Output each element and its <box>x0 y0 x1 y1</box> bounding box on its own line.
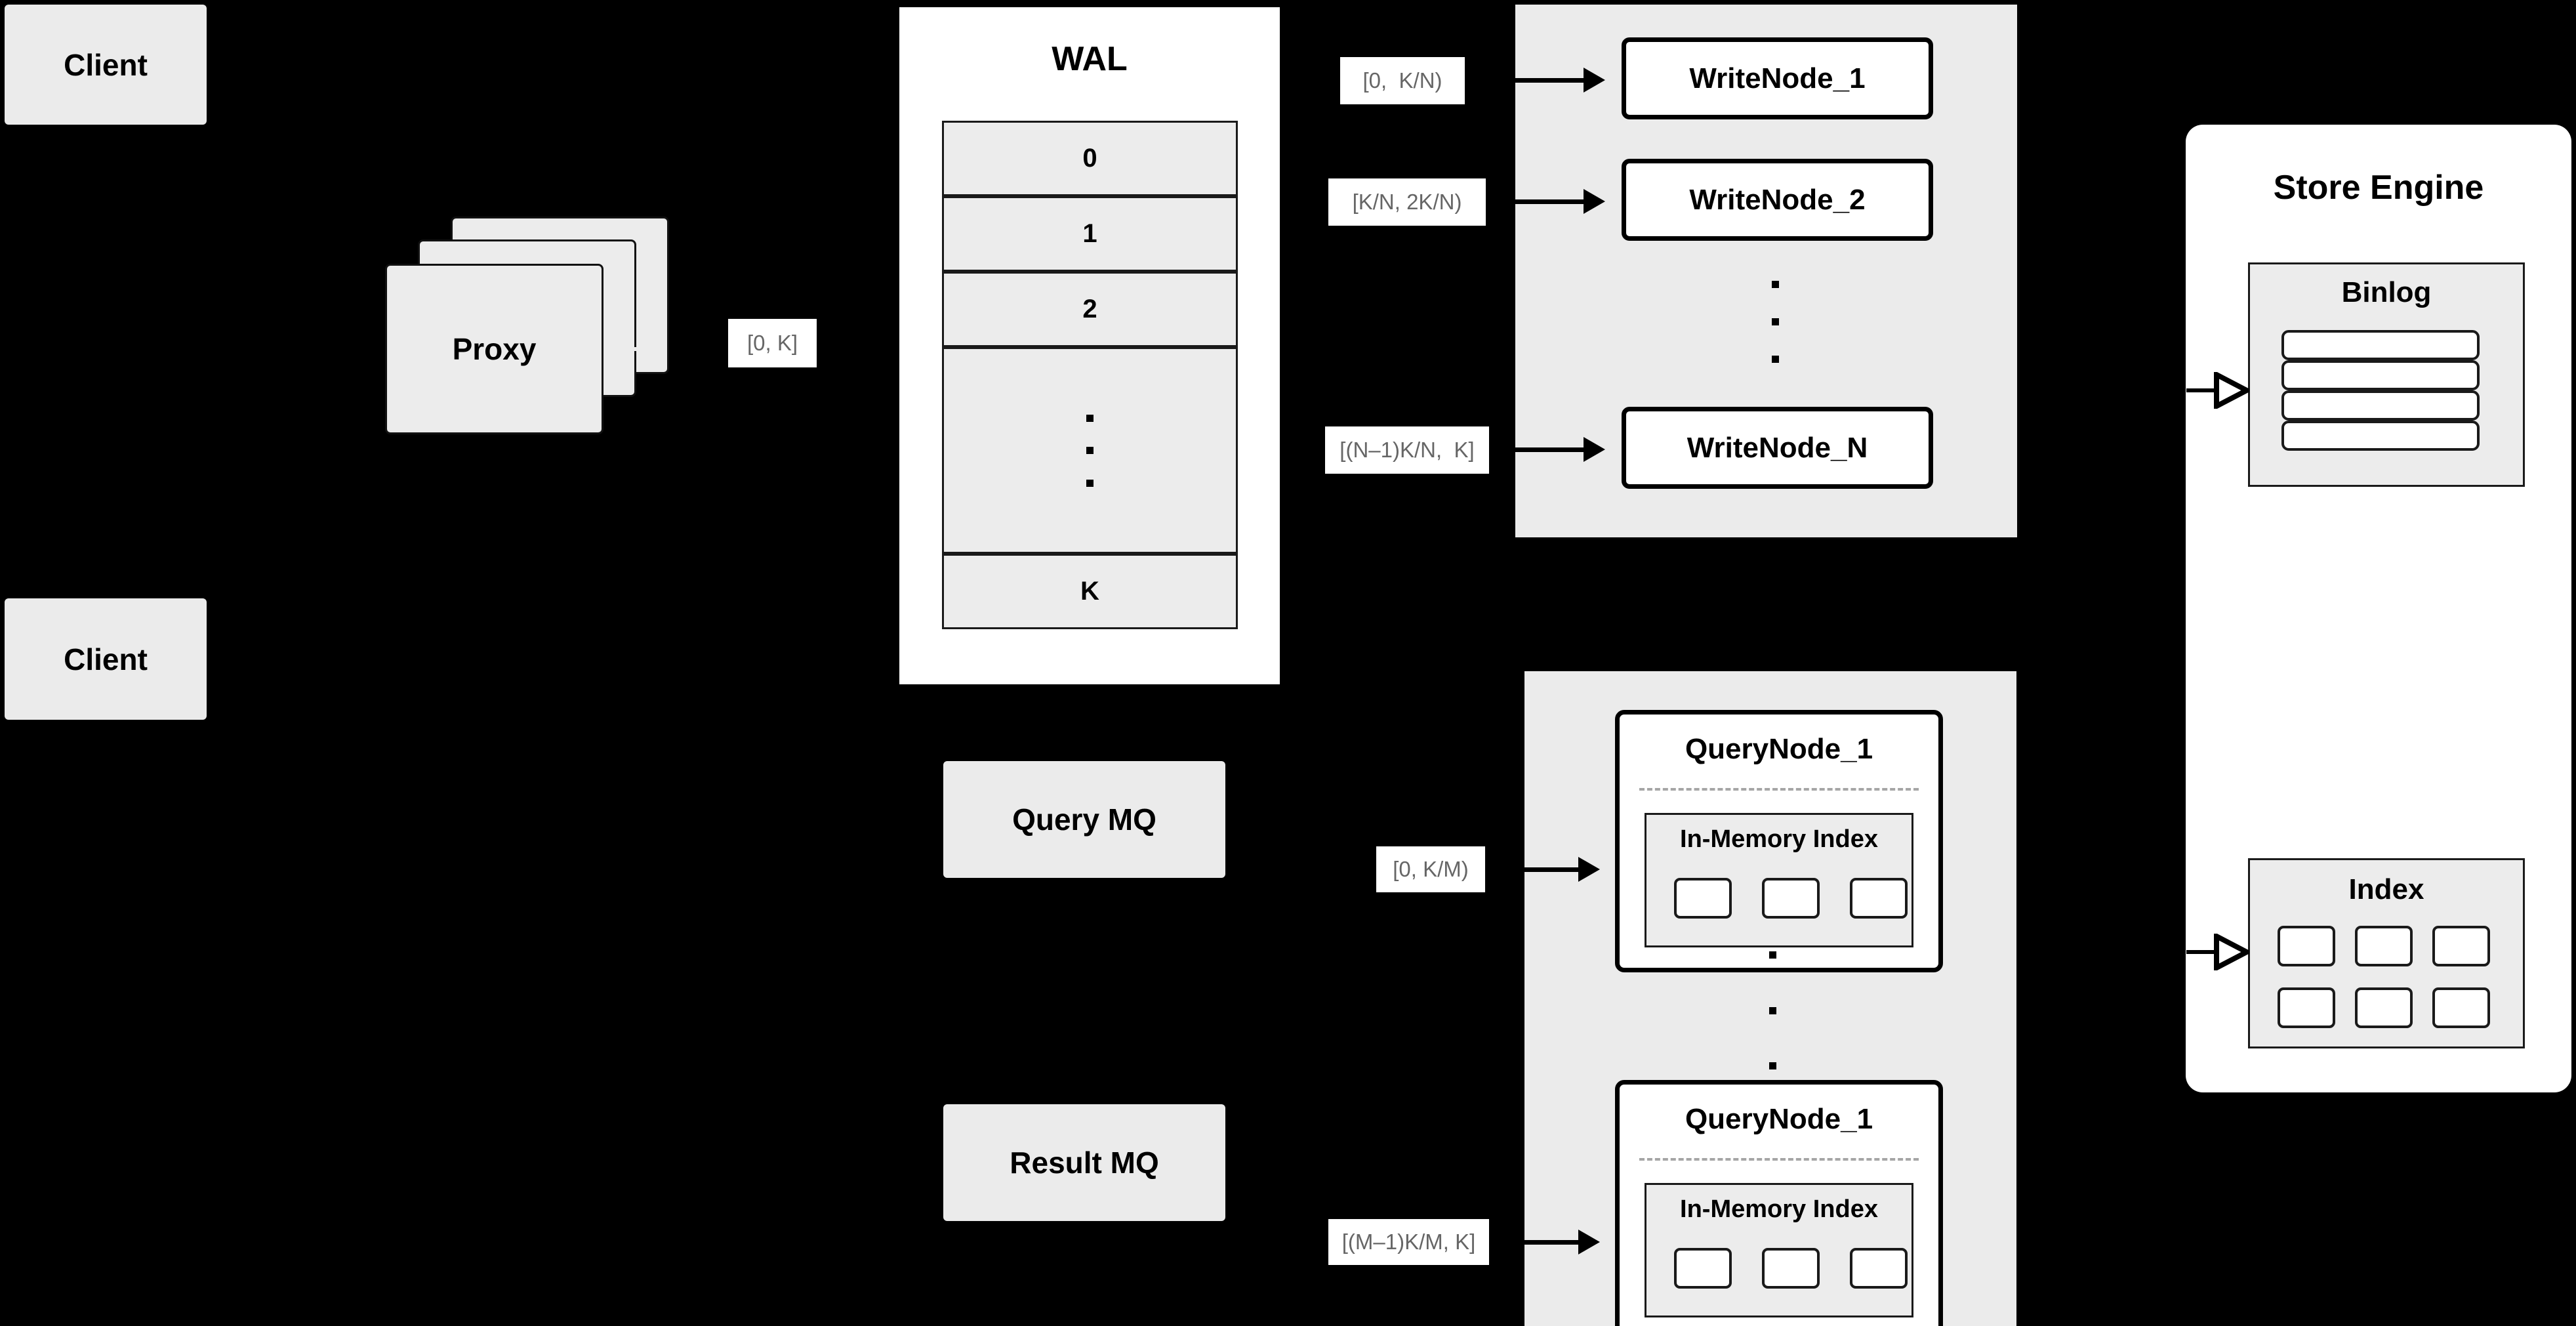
wal-cell-2: 2 <box>942 272 1238 347</box>
filled-arrow-icon-writenode-n <box>1584 437 1605 462</box>
query-node-1-inmemory-index: In-Memory Index <box>1645 813 1913 947</box>
edge-label-querynode-m: [(M–1)K/M, K] <box>1328 1219 1489 1265</box>
client-label-2: Client <box>64 642 148 676</box>
query-node-m-index-cell-1 <box>1674 1248 1732 1289</box>
client-label-1: Client <box>64 47 148 82</box>
query-node-1-title: QueryNode_1 <box>1685 733 1873 765</box>
result-mq-box[interactable]: Result MQ <box>943 1104 1225 1221</box>
edge-label-text: [0, K] <box>746 330 798 355</box>
query-node-m-inmemory-index: In-Memory Index <box>1645 1183 1913 1317</box>
wal-cell-ellipsis <box>942 347 1238 554</box>
query-node-m-title: QueryNode_1 <box>1685 1103 1873 1135</box>
binlog-bar-1 <box>2281 330 2480 360</box>
vertical-ellipsis-icon-write-group <box>1771 281 1779 363</box>
write-node-2[interactable]: WriteNode_2 <box>1622 159 1933 241</box>
vertical-ellipsis-icon-query-group <box>1768 951 1776 1069</box>
wal-cell-k: K <box>942 554 1238 629</box>
edge-label-proxy-to-wal: [0, K] <box>728 319 817 367</box>
index-cell-4 <box>2278 987 2335 1028</box>
query-node-1-divider <box>1639 788 1919 791</box>
arrow-line-binlog <box>2186 388 2227 392</box>
binlog-bar-4 <box>2281 421 2480 451</box>
proxy-box[interactable]: Proxy <box>385 264 603 434</box>
edge-label-writenode-2: [K/N, 2K/N) <box>1328 178 1486 226</box>
index-box: Index <box>2248 858 2525 1048</box>
query-node-1[interactable]: QueryNode_1 In-Memory Index <box>1615 710 1943 972</box>
edge-label-writenode-1: [0, K/N) <box>1340 57 1465 104</box>
query-node-m-index-title: In-Memory Index <box>1680 1195 1878 1223</box>
wal-title: WAL <box>1052 40 1128 78</box>
filled-arrow-icon-querynode-1 <box>1578 857 1600 882</box>
query-node-m-divider <box>1639 1158 1919 1161</box>
query-node-m-index-cell-2 <box>1762 1248 1820 1289</box>
query-node-m-index-cell-3 <box>1850 1248 1908 1289</box>
index-title: Index <box>2348 873 2424 905</box>
proxy-wal-connector <box>603 347 665 351</box>
wal-cell-1: 1 <box>942 196 1238 272</box>
open-arrow-icon-index <box>2214 934 2249 970</box>
index-cell-2 <box>2355 926 2413 966</box>
client-box-2[interactable]: Client <box>5 598 207 720</box>
index-cell-5 <box>2355 987 2413 1028</box>
binlog-box: Binlog <box>2248 262 2525 487</box>
store-engine-title: Store Engine <box>2273 169 2484 207</box>
filled-arrow-icon-querynode-m <box>1578 1230 1600 1254</box>
filled-arrow-icon-writenode-1 <box>1584 68 1605 93</box>
index-cell-1 <box>2278 926 2335 966</box>
query-node-m[interactable]: QueryNode_1 In-Memory Index <box>1615 1080 1943 1326</box>
client-box-1[interactable]: Client <box>5 5 207 125</box>
wal-cell-0: 0 <box>942 121 1238 196</box>
arrow-line-querynode-1 <box>1489 867 1581 872</box>
query-node-1-index-cell-3 <box>1850 878 1908 919</box>
filled-arrow-icon-writenode-2 <box>1584 189 1605 214</box>
write-node-n[interactable]: WriteNode_N <box>1622 407 1933 489</box>
vertical-ellipsis-icon <box>1086 414 1094 487</box>
binlog-bar-3 <box>2281 390 2480 421</box>
arrow-line-writenode-1 <box>1468 78 1586 83</box>
arrow-line-writenode-n <box>1490 447 1586 452</box>
query-mq-box[interactable]: Query MQ <box>943 761 1225 878</box>
write-node-1[interactable]: WriteNode_1 <box>1622 37 1933 119</box>
arrow-line-writenode-2 <box>1489 199 1586 204</box>
query-mq-label: Query MQ <box>1012 802 1156 837</box>
query-node-1-index-cell-2 <box>1762 878 1820 919</box>
result-mq-label: Result MQ <box>1010 1146 1159 1180</box>
arrow-line-index <box>2186 950 2227 954</box>
index-cell-3 <box>2432 926 2490 966</box>
query-node-1-index-title: In-Memory Index <box>1680 825 1878 853</box>
binlog-title: Binlog <box>2341 276 2432 308</box>
open-arrow-icon-binlog <box>2214 372 2249 409</box>
arrow-line-querynode-m <box>1489 1240 1581 1245</box>
edge-label-writenode-n: [(N–1)K/N, K] <box>1325 426 1489 474</box>
query-node-1-index-cell-1 <box>1674 878 1732 919</box>
proxy-label: Proxy <box>452 332 537 366</box>
binlog-bar-2 <box>2281 360 2480 390</box>
edge-label-querynode-1: [0, K/M) <box>1376 846 1485 892</box>
index-cell-6 <box>2432 987 2490 1028</box>
